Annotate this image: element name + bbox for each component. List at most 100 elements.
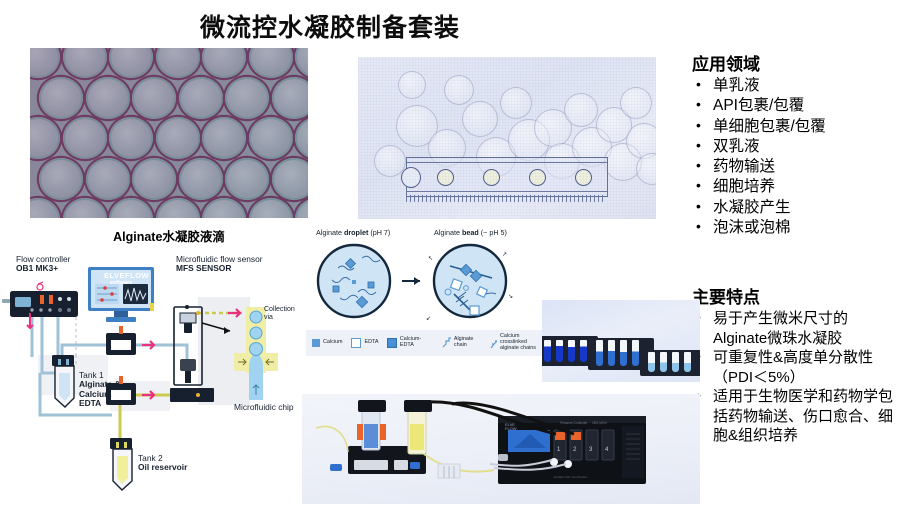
chip-channel <box>401 157 608 197</box>
hydrogel-droplet <box>62 117 107 159</box>
application-item: 药物输送 <box>692 156 897 177</box>
photo-texture <box>358 57 656 219</box>
droplet-grid <box>30 48 308 218</box>
legend-label: Alginate chain <box>453 336 474 348</box>
application-item: 水凝胶产生 <box>692 197 897 218</box>
svg-text:ELVEFLOW microfluidics: ELVEFLOW microfluidics <box>554 475 588 479</box>
tank2-text: Tank 2 <box>138 453 163 463</box>
droplet-diagram-title: Alginate droplet (pH 7) <box>316 228 390 237</box>
page-title: 微流控水凝胶制备套装 <box>199 14 460 42</box>
label-flow-controller: Flow controller OB1 MK3+ <box>16 254 70 274</box>
alginate-bead <box>444 75 474 105</box>
alginate-droplet-micrograph <box>30 48 308 218</box>
gelation-mechanism-diagram: Alginate droplet (pH 7) Alginate bead (~… <box>302 226 552 366</box>
feature-item: 可重复性&高度单分散性（PDI＜5%） <box>692 347 899 387</box>
hydrogel-droplet <box>30 198 60 218</box>
legend-entry: Calcium <box>312 339 342 347</box>
channel-droplet <box>437 169 454 186</box>
bead-title-suffix: (~ pH 5) <box>478 228 507 237</box>
svg-text:ELVE: ELVE <box>505 422 515 427</box>
sample-tube <box>648 352 655 372</box>
applications-section: 应用领域 单乳液API包裹/包覆单细胞包裹/包覆双乳液药物输送细胞培养水凝胶产生… <box>692 50 897 238</box>
bead-title-prefix: Alginate <box>434 228 462 237</box>
sample-tube <box>596 340 603 366</box>
legend-chain-icon <box>442 337 451 348</box>
hydrogel-droplet <box>85 76 130 119</box>
tank2-content: Oil reservoir <box>138 462 188 473</box>
hydrogel-droplet <box>39 76 84 119</box>
hydrogel-droplet <box>271 76 308 119</box>
hydrogel-droplet <box>109 117 153 159</box>
alginate-bead <box>620 87 652 119</box>
legend-swatch <box>387 338 397 348</box>
sample-tube <box>672 352 679 372</box>
sample-tube <box>632 340 639 366</box>
hydrogel-droplet <box>202 117 246 159</box>
hydrogel-droplet <box>109 198 153 218</box>
sample-tube <box>660 352 667 372</box>
svg-text:2: 2 <box>573 447 577 453</box>
legend-chain-icon <box>490 340 497 349</box>
flow-controller-model: OB1 MK3+ <box>16 263 59 274</box>
application-item: 细胞培养 <box>692 176 897 197</box>
hydrogel-droplet <box>248 48 293 78</box>
instrument-setup-photo: ELVE FLOW Pressure Controller OB1 MK3+ E… <box>302 394 700 504</box>
hydrogel-droplet <box>271 157 308 200</box>
svg-text:↖: ↖ <box>428 256 433 262</box>
microfluidic-chip-photo <box>358 57 656 219</box>
schematic-svg <box>2 267 278 491</box>
channel-wall-top <box>407 162 607 163</box>
sample-tube <box>556 340 563 362</box>
alginate-bead <box>500 87 532 119</box>
features-heading: 主要特点 <box>692 288 760 307</box>
applications-heading: 应用领域 <box>692 55 760 74</box>
hydrogel-droplet <box>62 48 107 78</box>
channel-droplet <box>483 169 500 186</box>
sample-tube <box>568 340 575 362</box>
applications-list: 单乳液API包裹/包覆单细胞包裹/包覆双乳液药物输送细胞培养水凝胶产生泡沫或泡棉 <box>692 75 897 238</box>
application-item: API包裹/包覆 <box>692 95 897 116</box>
chip-scale-bar <box>406 195 606 202</box>
legend-label: EDTA <box>364 339 379 346</box>
bead-diagram-title: Alginate bead (~ pH 5) <box>434 228 507 237</box>
hydrogel-droplet <box>155 48 200 78</box>
features-list: 易于产生微米尺寸的Alginate微珠水凝胶可重复性&高度单分散性（PDI＜5%… <box>692 308 899 446</box>
sample-tube <box>608 340 615 366</box>
application-item: 双乳液 <box>692 136 897 157</box>
svg-text:4: 4 <box>605 447 609 453</box>
droplet-title-prefix: Alginate <box>316 228 344 237</box>
legend-label: Calcium-EDTA <box>399 336 422 348</box>
features-section: 主要特点 易于产生微米尺寸的Alginate微珠水凝胶可重复性&高度单分散性（P… <box>692 283 899 446</box>
hydrogel-droplet <box>225 76 270 119</box>
svg-text:OB1 MK3+: OB1 MK3+ <box>592 421 608 425</box>
legend-entry: Alginate chain <box>442 336 480 349</box>
hydrogel-droplet <box>132 76 177 119</box>
droplet-title-bold: droplet <box>343 228 369 237</box>
label-microfluidic-chip: Microfluidic chip <box>234 402 294 412</box>
legend-label: Calcium crosslinked alginate chains <box>500 333 536 351</box>
svg-text:↗: ↗ <box>502 252 507 258</box>
left-image-caption: Alginate水凝胶液滴 <box>113 230 225 244</box>
hydrogel-droplet <box>225 157 270 200</box>
tank1-text: Tank 1 <box>79 370 104 380</box>
tube-racks-photo <box>542 300 700 382</box>
nozzle-droplet <box>401 167 421 188</box>
legend-entry: Calcium crosslinked alginate chains <box>489 333 544 351</box>
setup-schematic: Flow controller OB1 MK3+ Microfluidic fl… <box>2 254 302 505</box>
sample-tube <box>580 340 587 362</box>
sample-tube <box>620 340 627 366</box>
hydrogel-droplet <box>248 198 293 218</box>
hydrogel-droplet <box>155 117 200 159</box>
application-item: 单乳液 <box>692 75 897 96</box>
sample-tube <box>684 352 691 372</box>
hydrogel-droplet <box>132 157 177 200</box>
legend-swatch <box>312 339 320 347</box>
label-collection-vial: Collection via <box>264 306 295 321</box>
legend-label: Calcium <box>323 339 343 346</box>
sample-tube <box>544 340 551 362</box>
hydrogel-droplet <box>202 198 246 218</box>
feature-item: 易于产生微米尺寸的Alginate微珠水凝胶 <box>692 308 899 348</box>
mechanism-legend: Calcium EDTA Calcium-EDTA Alginate chain Cal… <box>306 330 550 356</box>
channel-droplet <box>575 169 592 186</box>
svg-text:1: 1 <box>557 447 561 453</box>
